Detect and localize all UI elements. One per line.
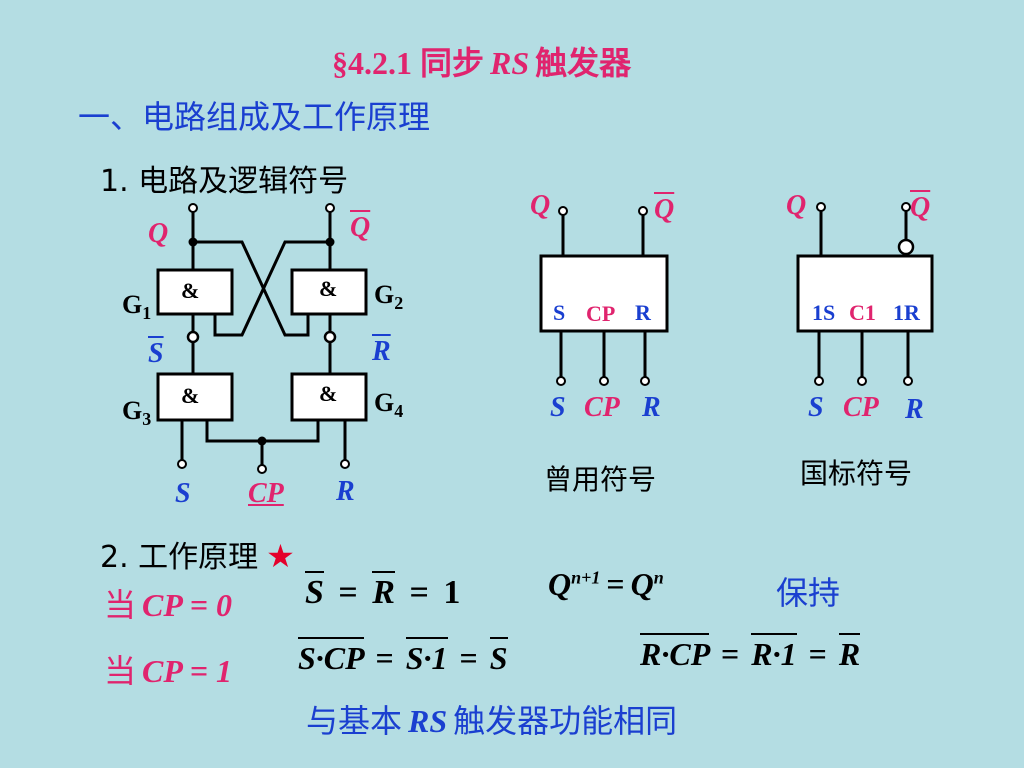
common-caption: 曾用符号 [544, 463, 657, 496]
eq2-r-expression: R·CP = R·1 = R [640, 633, 861, 673]
label-q: Q [148, 218, 169, 249]
label-g3: G3 [122, 396, 152, 430]
title-prefix: §4.2.1 同步 [332, 45, 485, 81]
title-suffix: 触发器 [535, 45, 632, 81]
label-s-input: S [175, 478, 191, 509]
title-rs: RS [490, 45, 530, 81]
subsection-principle: 2. 工作原理★ [100, 532, 295, 576]
eq1-r: R [372, 571, 395, 611]
gate-g2-symbol: & [319, 276, 338, 301]
label-s-bar: S [148, 338, 164, 369]
gate-g3-symbol: & [181, 383, 200, 408]
common-q: Q [530, 190, 551, 221]
national-pin-s: S [808, 392, 824, 423]
principle-text: 2. 工作原理 [100, 540, 259, 575]
common-in-r: R [635, 300, 651, 325]
star-icon: ★ [266, 537, 295, 575]
common-pin-s: S [550, 392, 566, 423]
label-g4: G4 [374, 388, 404, 422]
national-pin-cp: CP [843, 392, 879, 423]
national-in-c1: C1 [849, 300, 876, 325]
eq1-expression: S = R = 1 [305, 571, 461, 612]
eq2-cond: CP = 1 [142, 653, 232, 689]
subsection-circuit: 1. 电路及逻辑符号 [100, 164, 349, 199]
label-cp-input: CP [248, 478, 284, 509]
gate-g1-symbol: & [181, 278, 200, 303]
national-in-1s: 1S [812, 300, 836, 325]
common-q-bar: Q [654, 194, 675, 225]
eq1-s: S [305, 571, 324, 611]
section-heading: 一、电路组成及工作原理 [78, 98, 431, 136]
eq1-one: 1 [443, 574, 461, 611]
common-in-s: S [553, 300, 566, 325]
label-q-bar: Q [350, 212, 371, 243]
gate-g4-symbol: & [319, 381, 338, 406]
common-pin-r: R [642, 392, 661, 423]
national-caption: 国标符号 [800, 457, 913, 490]
eq1-hold-formula: Qn+1=Qn [548, 566, 664, 602]
label-r-bar: R [372, 336, 391, 367]
national-pin-r: R [905, 394, 924, 425]
national-q: Q [786, 190, 807, 221]
eq2-s-expression: S·CP = S·1 = S [298, 637, 508, 677]
national-in-1r: 1R [893, 300, 920, 325]
common-pin-cp: CP [584, 392, 620, 423]
eq1-hold-label: 保持 [776, 574, 841, 612]
common-in-cp: CP [586, 301, 616, 326]
label-g1: G1 [122, 290, 152, 324]
eq1-when: 当 [104, 586, 137, 624]
eq2-when: 当 [104, 652, 137, 690]
national-q-bar: Q [910, 192, 931, 223]
eq1-cond: CP = 0 [142, 587, 232, 623]
label-r-input: R [336, 476, 355, 507]
label-g2: G2 [374, 280, 404, 314]
